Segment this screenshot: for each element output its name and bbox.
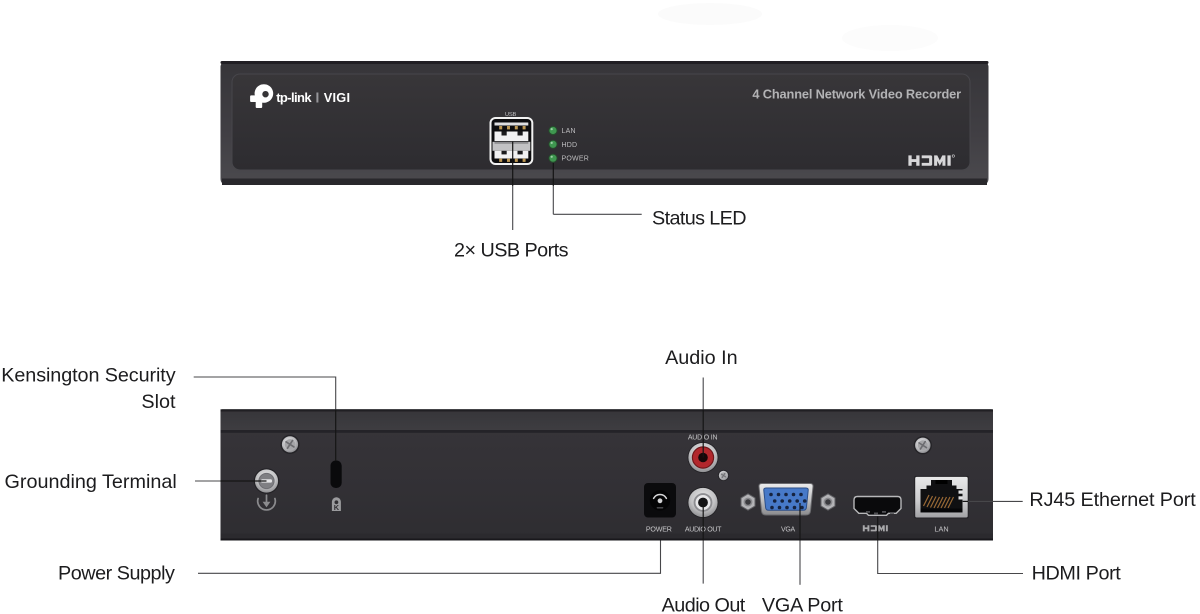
svg-text:POWER: POWER	[646, 526, 672, 534]
svg-text:LAN: LAN	[562, 128, 576, 135]
svg-text:LAN: LAN	[934, 525, 948, 534]
svg-text:Audio In: Audio In	[665, 347, 738, 369]
svg-text:HDD: HDD	[562, 142, 578, 149]
svg-text:USB: USB	[505, 112, 517, 118]
svg-text:Status LED: Status LED	[652, 208, 746, 230]
svg-text:VGA: VGA	[781, 527, 796, 534]
svg-text:K: K	[334, 503, 340, 512]
svg-text:VGA Port: VGA Port	[762, 594, 843, 614]
svg-text:VIGI: VIGI	[324, 90, 350, 105]
svg-text:HDMI Port: HDMI Port	[1032, 563, 1122, 585]
svg-text:Slot: Slot	[141, 391, 176, 413]
svg-text:tp-link: tp-link	[276, 90, 312, 105]
svg-text:2× USB Ports: 2× USB Ports	[454, 239, 569, 261]
svg-text:4 Channel Network Video Record: 4 Channel Network Video Recorder	[752, 87, 961, 102]
svg-text:Power Supply: Power Supply	[58, 563, 175, 585]
svg-text:Audio Out: Audio Out	[662, 594, 746, 614]
svg-text:Kensington Security: Kensington Security	[1, 365, 175, 387]
svg-text:Grounding Terminal: Grounding Terminal	[5, 471, 177, 493]
svg-text:RJ45 Ethernet Port: RJ45 Ethernet Port	[1029, 489, 1196, 511]
svg-text:POWER: POWER	[562, 156, 589, 163]
